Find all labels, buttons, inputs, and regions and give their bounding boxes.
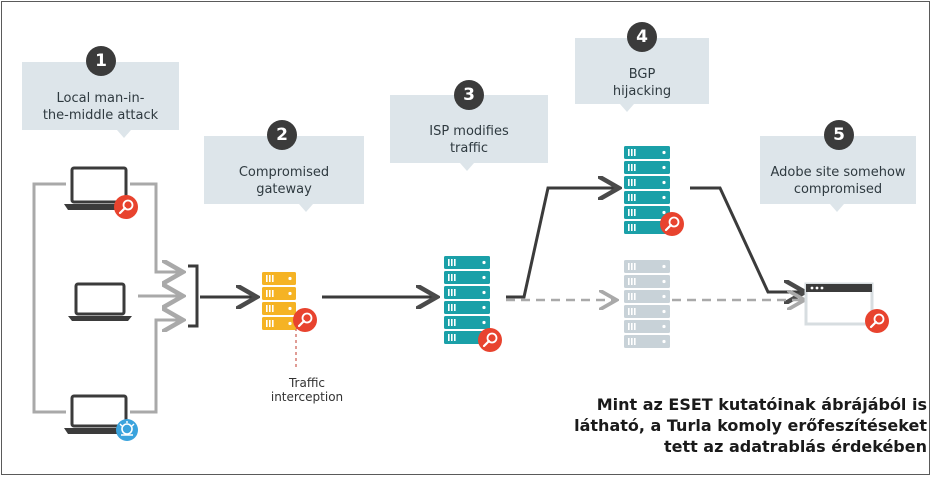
magnifier-icon bbox=[478, 328, 502, 352]
magnifier-icon bbox=[865, 309, 889, 333]
step-5-badge: 5 bbox=[824, 120, 854, 150]
magnifier-icon bbox=[293, 308, 317, 332]
step-3-label: ISP modifies traffic bbox=[429, 124, 509, 156]
browser-window-icon bbox=[804, 282, 874, 326]
top-laptop-line bbox=[130, 182, 180, 272]
bracket bbox=[188, 264, 199, 328]
magnifier-icon bbox=[660, 212, 684, 236]
server-icon bbox=[262, 272, 296, 330]
article-caption: Mint az ESET kutatóinak ábrájából is lát… bbox=[574, 395, 927, 456]
step-1-label: Local man-in- the-middle attack bbox=[42, 91, 159, 123]
step-4-label: BGP hijacking bbox=[612, 67, 672, 99]
step-3-badge: 3 bbox=[454, 80, 484, 110]
traffic-interception-label: Traffic interception bbox=[270, 376, 344, 404]
step-5-label: Adobe site somehow compromised bbox=[770, 165, 906, 197]
step-1-badge: 1 bbox=[86, 46, 116, 76]
server-icon bbox=[444, 256, 490, 344]
server-icon bbox=[624, 260, 670, 348]
laptop-outer-loop bbox=[32, 182, 66, 414]
step-2-label: Compromised gateway bbox=[238, 165, 330, 197]
server-icon bbox=[624, 146, 670, 234]
bgp-hijack-path bbox=[506, 188, 616, 299]
laptop-icon bbox=[68, 282, 132, 321]
callout-step-5: Adobe site somehow compromised bbox=[760, 136, 916, 212]
callout-step-2: Compromised gateway bbox=[204, 136, 364, 212]
step-4-badge: 4 bbox=[627, 22, 657, 52]
magnifier-icon bbox=[114, 195, 138, 219]
bgp-to-adobe-path bbox=[690, 186, 802, 292]
virus-icon bbox=[116, 419, 138, 441]
step-2-badge: 2 bbox=[267, 120, 297, 150]
input-lines bbox=[32, 182, 180, 414]
bottom-laptop-line bbox=[130, 320, 180, 414]
